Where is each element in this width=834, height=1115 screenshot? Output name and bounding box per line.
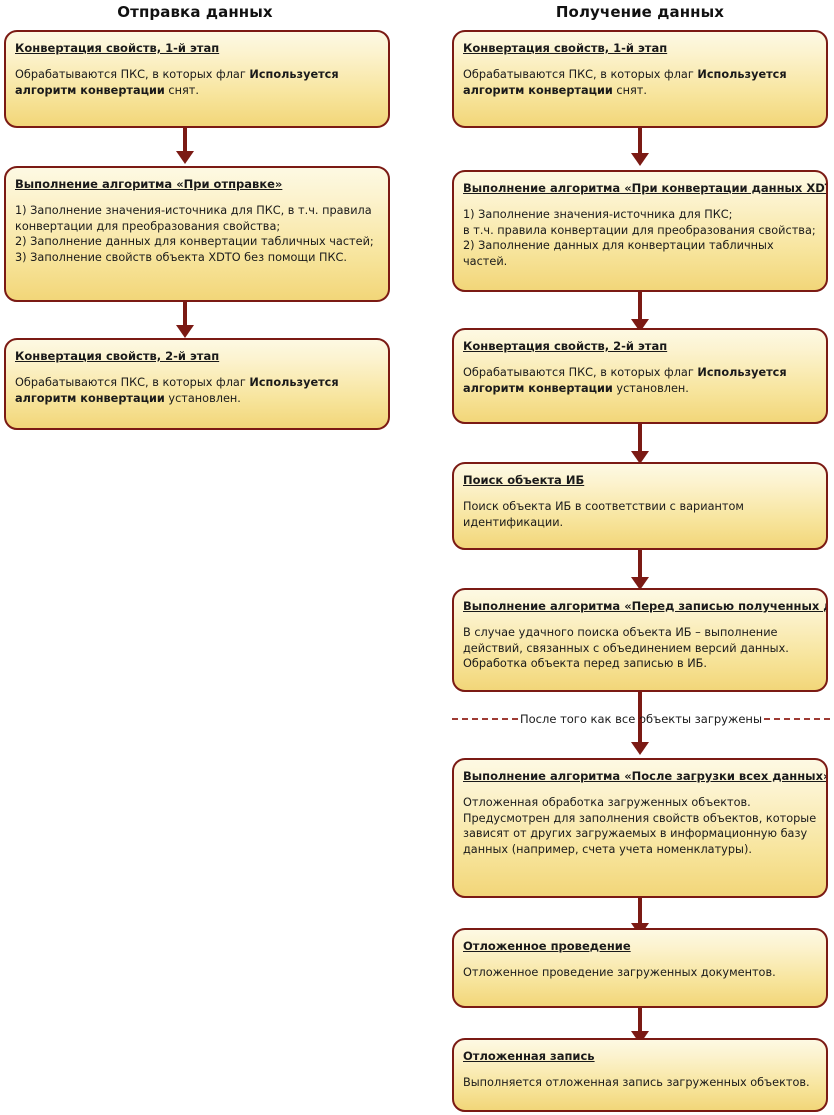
receive-arrow-5-6 (631, 719, 649, 757)
receive-step-1-body: Обрабатываются ПКС, в которых флаг Испол… (463, 68, 787, 97)
receive-arrow-1-2 (631, 128, 649, 168)
receive-step-4-body: Поиск объекта ИБ в соответствии с вариан… (463, 500, 744, 529)
receive-step-8-title: Отложенная запись (463, 1049, 595, 1063)
receive-step-5-title: Выполнение алгоритма «Перед записью полу… (463, 599, 826, 613)
send-step-2[interactable]: Выполнение алгоритма «При отправке» 1) З… (4, 166, 390, 302)
receive-arrow-3-4 (631, 424, 649, 466)
send-step-1-body: Обрабатываются ПКС, в которых флаг Испол… (15, 68, 339, 97)
receive-step-5-body: В случае удачного поиска объекта ИБ – вы… (463, 626, 789, 670)
receive-step-7-title: Отложенное проведение (463, 939, 631, 953)
receive-step-3-title: Конвертация свойств, 2-й этап (463, 339, 668, 353)
receive-step-4-title: Поиск объекта ИБ (463, 473, 585, 487)
receive-step-3-body: Обрабатываются ПКС, в которых флаг Испол… (463, 366, 787, 395)
send-arrow-1-2 (176, 128, 194, 164)
separator-dash-left (452, 718, 518, 720)
column-title-receive: Получение данных (555, 3, 725, 21)
receive-step-6-title: Выполнение алгоритма «После загрузки все… (463, 769, 828, 783)
send-step-1-title: Конвертация свойств, 1-й этап (15, 41, 220, 55)
send-step-1[interactable]: Конвертация свойств, 1-й этап Обрабатыва… (4, 30, 390, 128)
receive-connector-to-separator (638, 692, 642, 720)
send-step-3-title: Конвертация свойств, 2-й этап (15, 349, 220, 363)
send-step-2-body: 1) Заполнение значения-источника для ПКС… (15, 204, 374, 264)
receive-step-8-body: Выполняется отложенная запись загруженны… (463, 1076, 810, 1089)
column-title-send: Отправка данных (117, 3, 273, 21)
receive-step-1-title: Конвертация свойств, 1-й этап (463, 41, 668, 55)
send-step-3[interactable]: Конвертация свойств, 2-й этап Обрабатыва… (4, 338, 390, 430)
receive-step-1[interactable]: Конвертация свойств, 1-й этап Обрабатыва… (452, 30, 828, 128)
send-step-3-body: Обрабатываются ПКС, в которых флаг Испол… (15, 376, 339, 405)
receive-step-2[interactable]: Выполнение алгоритма «При конвертации да… (452, 170, 828, 292)
receive-step-7-body: Отложенное проведение загруженных докуме… (463, 966, 776, 979)
receive-arrow-4-5 (631, 550, 649, 592)
receive-step-7[interactable]: Отложенное проведение Отложенное проведе… (452, 928, 828, 1008)
receive-step-4[interactable]: Поиск объекта ИБ Поиск объекта ИБ в соот… (452, 462, 828, 550)
receive-step-6[interactable]: Выполнение алгоритма «После загрузки все… (452, 758, 828, 898)
receive-step-2-body: 1) Заполнение значения-источника для ПКС… (463, 208, 816, 268)
receive-step-5[interactable]: Выполнение алгоритма «Перед записью полу… (452, 588, 828, 692)
receive-step-8[interactable]: Отложенная запись Выполняется отложенная… (452, 1038, 828, 1112)
receive-step-3[interactable]: Конвертация свойств, 2-й этап Обрабатыва… (452, 328, 828, 424)
receive-step-2-title: Выполнение алгоритма «При конвертации да… (463, 181, 828, 195)
send-arrow-2-3 (176, 302, 194, 338)
receive-step-6-body: Отложенная обработка загруженных объекто… (463, 796, 817, 856)
separator-dash-right (764, 718, 831, 720)
send-step-2-title: Выполнение алгоритма «При отправке» (15, 177, 283, 191)
